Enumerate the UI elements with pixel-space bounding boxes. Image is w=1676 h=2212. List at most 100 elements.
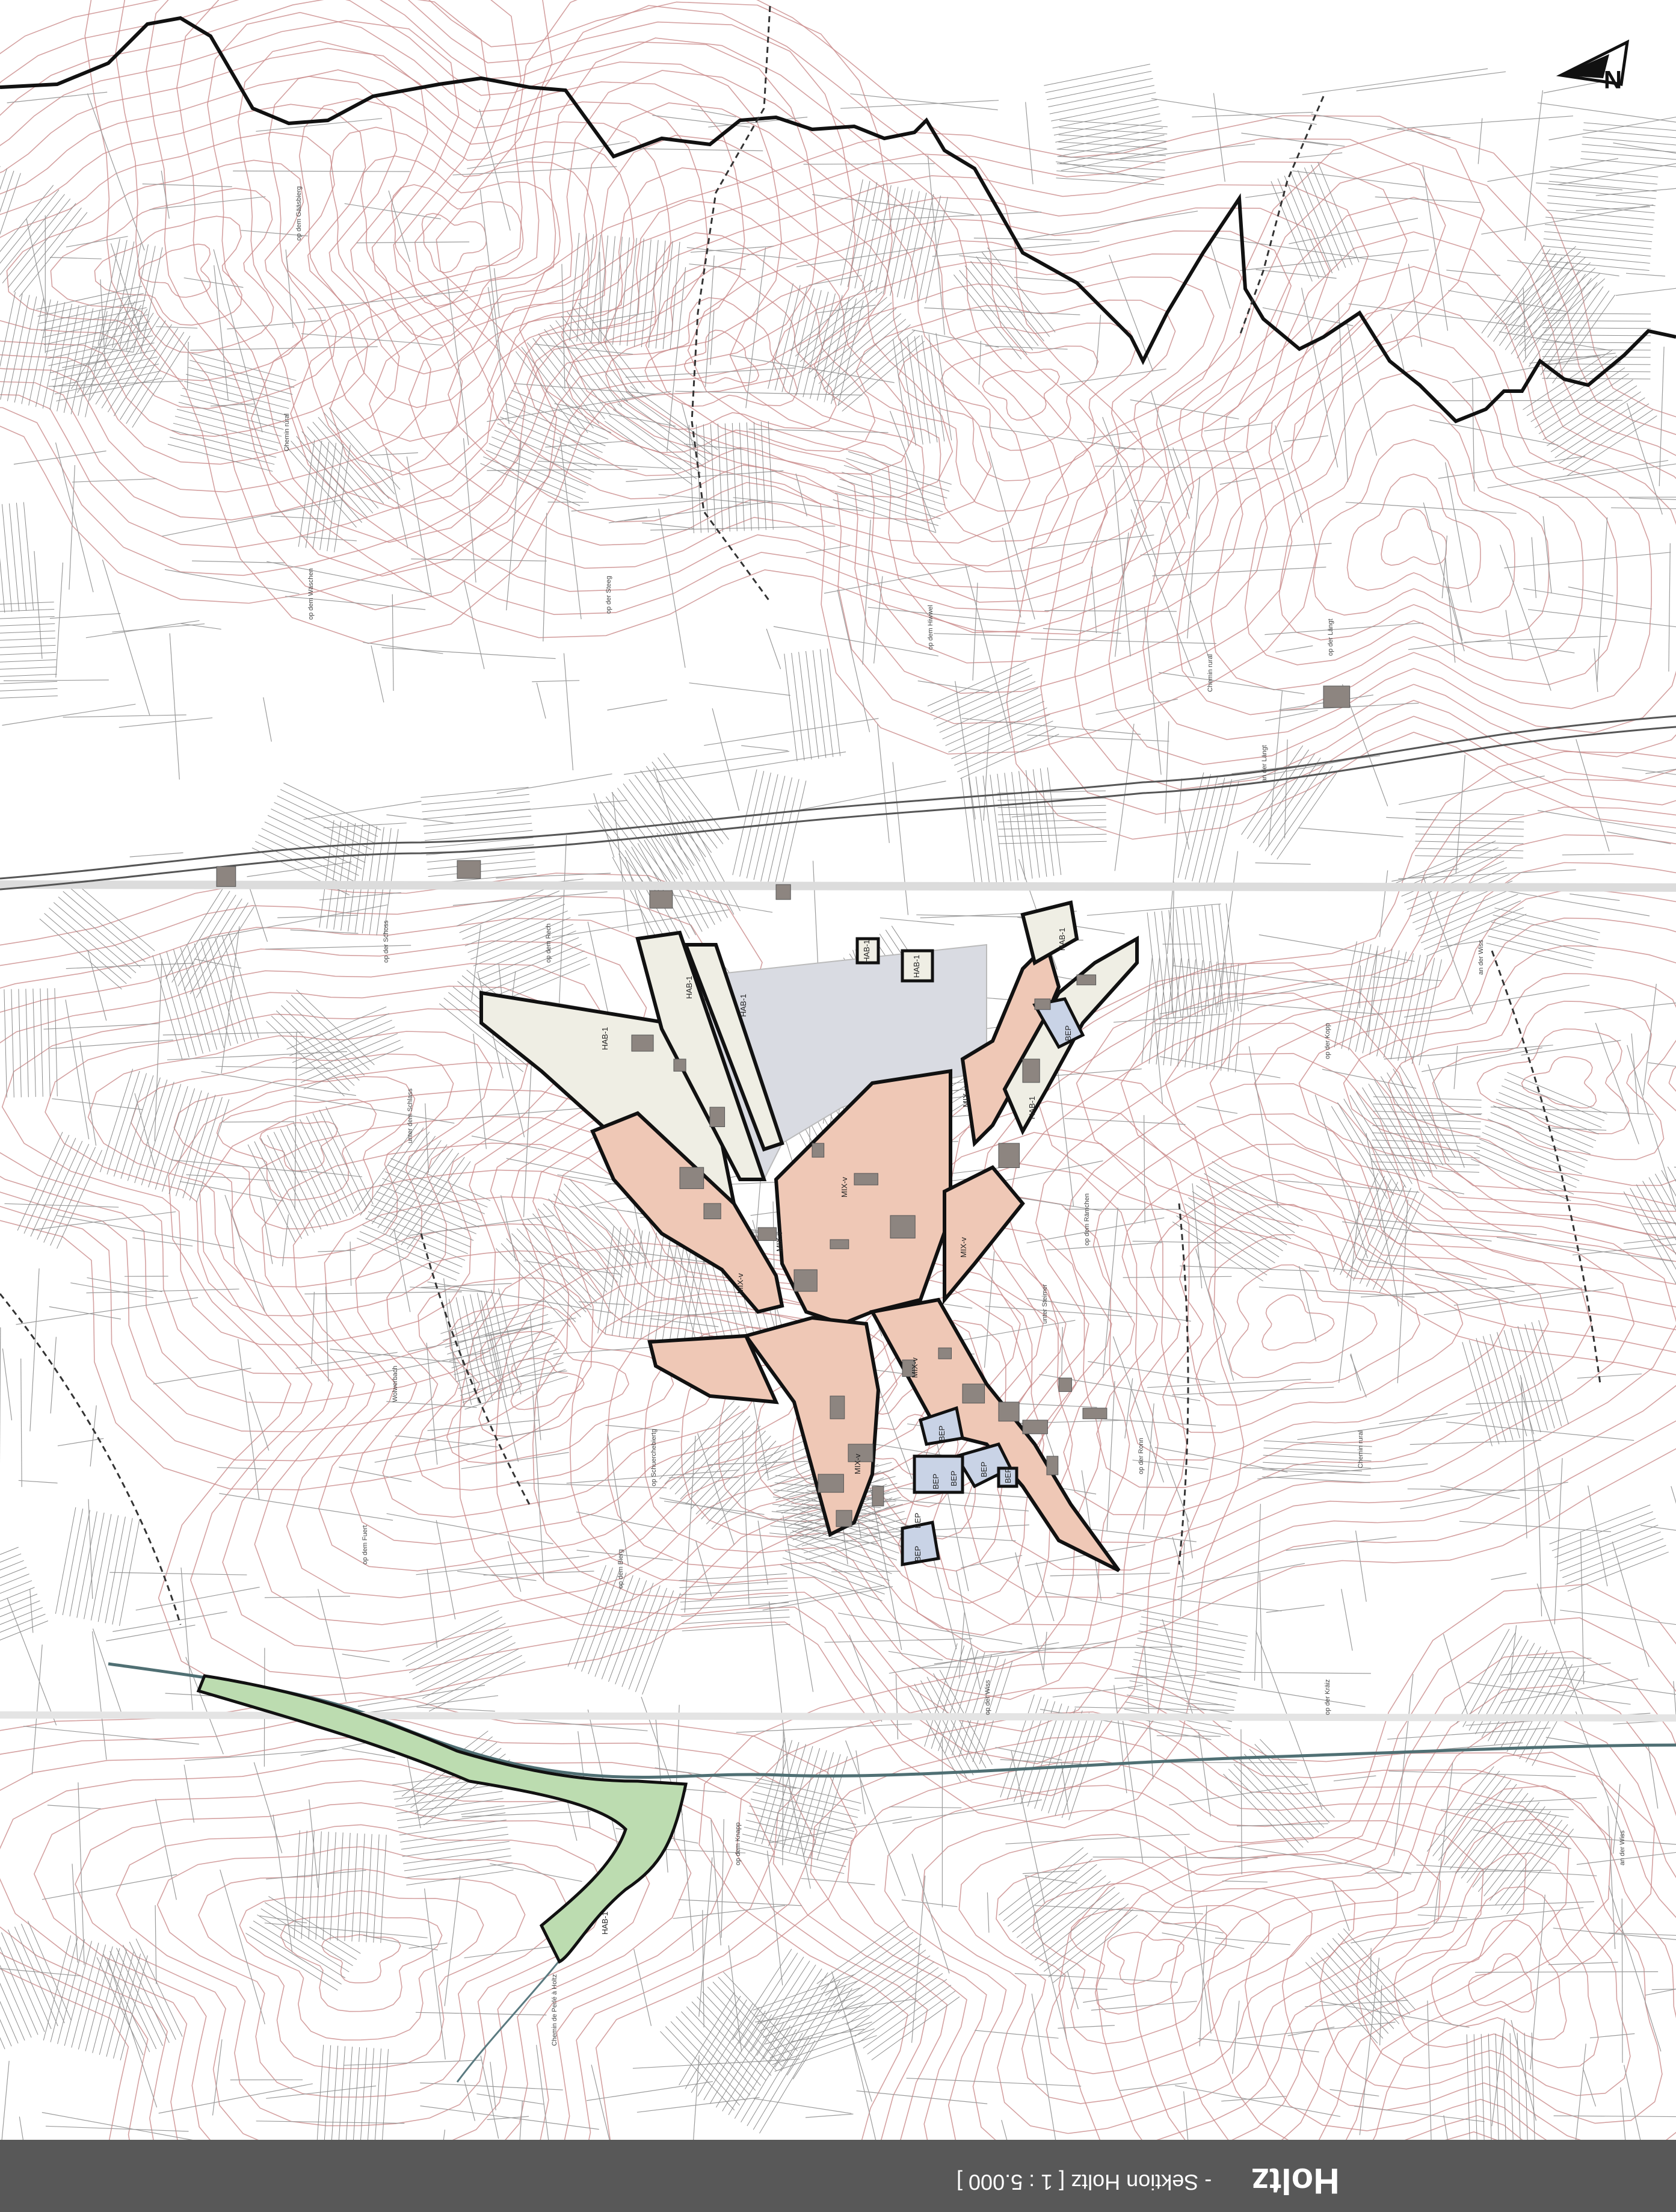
building [1034,998,1051,1010]
contour-line [1521,1056,1597,1108]
parcel-strip [711,1450,787,1530]
parcel-strip [931,1645,965,1749]
parcel-line [932,241,1100,257]
parcel-strip [925,197,948,303]
parcel-line [862,519,871,665]
parcel-strip [987,247,1056,333]
parcel-strip [215,938,245,1042]
parcel-line [55,562,64,678]
parcel-line [1180,1265,1319,1272]
parcel-line [753,2098,852,2114]
parcel-line [1398,775,1545,805]
parcel-strip [1506,1828,1574,1915]
parcel-line [578,909,641,916]
parcel-strip [656,833,709,928]
parcel-line [463,580,485,670]
parcel-line [427,1420,540,1432]
parcel-line [1448,290,1567,312]
parcel-line [1341,1589,1353,1651]
parcel-strip [756,1964,816,2056]
parcel-strip [0,1600,40,1617]
parcel-strip [43,1935,72,2041]
parcel-line [1407,1488,1551,1491]
parcel-line [155,1799,177,1900]
parcel-line [45,2125,189,2132]
contour-line [0,76,400,465]
parcel-line [1153,1009,1163,1104]
parcel-strip [555,320,623,407]
parcel-line [282,1214,289,1267]
parcel-line [978,341,982,385]
field-name: op Schuerchebiertg [650,1429,658,1486]
parcel-line [1175,2085,1341,2117]
parcel-line [1286,1536,1397,1551]
parcel-strip [366,1834,372,1942]
parcel-strip [500,416,600,460]
parcel-strip [1455,1788,1523,1874]
parcel-strip [1506,1657,1560,1752]
parcel-line [1428,1187,1465,1194]
parcel-strip [281,1005,360,1081]
contour-line [1165,834,1676,1308]
parcel-line [563,653,574,771]
parcel-strip [1138,1630,1245,1651]
parcel-line [1172,1386,1334,1395]
parcel-strip [318,416,390,499]
parcel-line [92,1628,123,1717]
parcel-line [23,1726,199,1745]
parcel-strip [1355,945,1379,1052]
parcel-line [1161,1921,1224,1933]
parcel-strip [464,904,565,947]
parcel-line [79,1041,97,1146]
parcel-line [69,465,75,590]
parcel-strip [581,1570,620,1672]
parcel-line [273,1814,293,1953]
parcel-strip [268,1895,361,1954]
parcel-line [561,264,565,389]
parcel-line [1050,1572,1170,1577]
parcel-strip [982,775,997,883]
parcel-line [1120,143,1255,160]
parcel-strip [642,1593,681,1695]
parcel-line [1505,610,1514,660]
parcel-strip [325,1106,374,1205]
parcel-strip [408,1623,506,1673]
parcel-line [1115,533,1129,657]
parcel-strip [612,236,623,345]
parcel-line [816,304,876,314]
parcel-strip [791,652,805,761]
parcel-strip [1218,904,1232,1012]
parcel-line [1116,1593,1282,1611]
parcel-line [57,1438,104,1447]
parcel-strip [488,443,589,486]
parcel-line [16,1297,199,1325]
parcel-strip [930,668,1030,713]
parcel-strip [32,988,36,1097]
parcel-strip [1263,1454,1372,1462]
parcel-line [224,1194,266,1312]
parcel-strip [1473,1152,1574,1194]
parcel-strip [1021,1875,1106,1944]
parcel-strip [291,440,363,523]
parcel-strip [298,439,315,547]
parcel-line [217,1467,266,1469]
parcel-strip [1043,1903,1129,1972]
parcel-line [1304,2000,1408,2007]
parcel-strip [935,333,952,440]
parcel-line [1333,1775,1376,1782]
parcel-line [452,891,608,906]
parcel-strip [397,1805,505,1821]
parcel-line [728,1945,742,2052]
parcel-strip [804,297,887,368]
parcel-line [1417,1914,1467,1918]
parcel-line [1348,303,1527,327]
parcel-line [983,726,990,821]
parcel-strip [42,302,66,409]
parcel-strip [64,1941,92,2046]
parcel-strip [1550,166,1659,178]
parcel-strip [330,1832,336,1941]
parcel-line [496,873,611,879]
parcel-strip [1039,1898,1124,1966]
parcel-strip [1414,855,1523,859]
